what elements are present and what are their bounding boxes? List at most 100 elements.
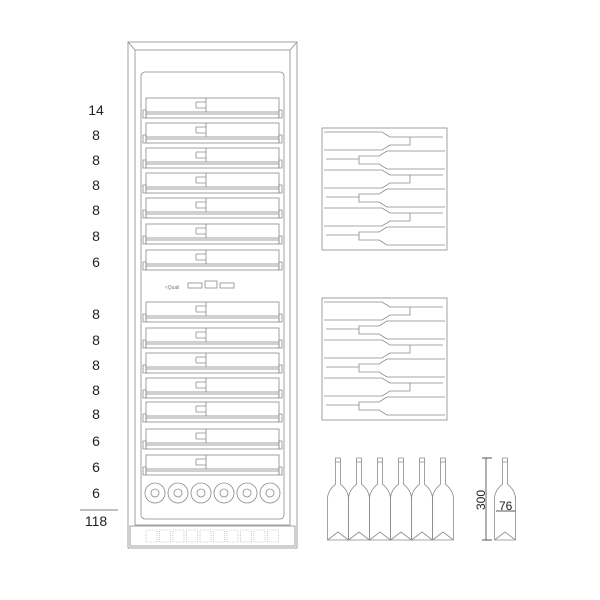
shelf-rail bbox=[145, 444, 280, 450]
standing-bottles bbox=[327, 457, 454, 541]
grille-slot bbox=[240, 529, 252, 543]
rack-bottle bbox=[324, 377, 443, 397]
shelf bbox=[142, 327, 283, 349]
bottle-diameter-label: 76 bbox=[499, 499, 513, 513]
ventilation-grille bbox=[145, 529, 279, 543]
grille-slot bbox=[172, 529, 185, 543]
shelf-rail bbox=[145, 213, 280, 219]
standing-bottle bbox=[390, 457, 412, 541]
rack-bottle bbox=[324, 207, 443, 227]
height-dimension-line bbox=[482, 457, 492, 541]
shelf-clip bbox=[142, 466, 283, 476]
control-panel: ≈Quali bbox=[165, 280, 235, 291]
shelf-rail bbox=[145, 188, 280, 194]
rack-frame bbox=[321, 297, 448, 421]
grille-slot bbox=[186, 529, 198, 543]
standing-bottle bbox=[369, 457, 391, 541]
standing-bottle bbox=[411, 457, 433, 541]
rack-bottle bbox=[324, 169, 443, 189]
grille-slot bbox=[226, 529, 239, 543]
shelf-clip bbox=[142, 413, 283, 423]
rack-bottle bbox=[326, 358, 445, 378]
shelf bbox=[142, 352, 283, 374]
display-right bbox=[219, 282, 235, 289]
bottom-bottle-row bbox=[144, 482, 281, 504]
cabinet-front-view: ≈Quali bbox=[127, 41, 298, 549]
bottle-height-label: 300 bbox=[474, 490, 488, 510]
grille-slot bbox=[159, 529, 171, 543]
shelf-clip bbox=[142, 134, 283, 144]
bottle-neck bbox=[195, 455, 207, 469]
shelves bbox=[142, 97, 283, 476]
total-capacity-label: 118 bbox=[85, 513, 108, 529]
shelf bbox=[142, 249, 283, 271]
rack-bottle bbox=[326, 320, 445, 340]
grille-slot bbox=[145, 529, 158, 543]
bottle-dimension-view: 300 76 bbox=[474, 457, 516, 541]
dimension-bottle bbox=[494, 457, 516, 541]
shelf bbox=[142, 122, 283, 144]
shelf-rail bbox=[145, 393, 280, 399]
grille-slot bbox=[199, 529, 212, 543]
shelf-capacity-label: 14 bbox=[88, 102, 104, 118]
shelf bbox=[142, 197, 283, 219]
bottle-neck bbox=[195, 148, 207, 162]
shelf-rail bbox=[145, 417, 280, 423]
rack-bottle bbox=[326, 396, 445, 416]
bottle-neck-end bbox=[219, 488, 229, 498]
bottle-neck bbox=[195, 198, 207, 212]
shelf-capacity-label: 8 bbox=[92, 357, 100, 373]
shelf-bottle-outline bbox=[145, 249, 280, 265]
shelf bbox=[142, 172, 283, 194]
shelf bbox=[142, 454, 283, 476]
bottle-neck bbox=[195, 429, 207, 443]
bottle-neck-end bbox=[150, 488, 160, 498]
bottle-neck bbox=[195, 98, 207, 112]
bottle-end bbox=[213, 482, 235, 504]
shelf-capacity-label: 8 bbox=[92, 127, 100, 143]
standing-bottle bbox=[432, 457, 454, 541]
shelf-rail bbox=[145, 138, 280, 144]
shelf-capacity-label: 8 bbox=[92, 202, 100, 218]
shelf-capacity-label: 8 bbox=[92, 406, 100, 422]
bottle-neck bbox=[195, 353, 207, 367]
shelf-capacity-label: 8 bbox=[92, 177, 100, 193]
bottle-neck-end bbox=[242, 488, 252, 498]
shelf-capacity-label: 8 bbox=[92, 332, 100, 348]
shelf-bottle-outline bbox=[145, 122, 280, 138]
shelf bbox=[142, 428, 283, 450]
shelf bbox=[142, 97, 283, 119]
shelf-clip bbox=[142, 339, 283, 349]
shelf-rail bbox=[145, 368, 280, 374]
bottle-neck bbox=[195, 250, 207, 264]
shelf-clip bbox=[142, 109, 283, 119]
bottle-end bbox=[259, 482, 281, 504]
grille-slot bbox=[267, 529, 279, 543]
shelf-capacity-label: 8 bbox=[92, 152, 100, 168]
bottle-neck bbox=[195, 224, 207, 238]
bottle-neck bbox=[195, 173, 207, 187]
rack-detail-upper bbox=[321, 127, 448, 251]
shelf-rail bbox=[145, 113, 280, 119]
shelf-rail bbox=[145, 239, 280, 245]
rack-bottle bbox=[324, 131, 443, 151]
grille-slot bbox=[213, 529, 225, 543]
shelf bbox=[142, 147, 283, 169]
shelf-capacity-label: 6 bbox=[92, 485, 100, 501]
shelf-clip bbox=[142, 159, 283, 169]
grille-slot bbox=[253, 529, 266, 543]
shelf-clip bbox=[142, 184, 283, 194]
control-buttons[interactable] bbox=[204, 280, 218, 289]
shelf-clip bbox=[142, 261, 283, 271]
shelf-bottle-outline bbox=[145, 401, 280, 417]
shelf-rail bbox=[145, 163, 280, 169]
shelf-bottle-outline bbox=[145, 301, 280, 317]
shelf-capacity-label: 6 bbox=[92, 433, 100, 449]
bottle-neck-end bbox=[196, 488, 206, 498]
shelf-bottle-outline bbox=[145, 172, 280, 188]
bottle-end bbox=[236, 482, 258, 504]
shelf-capacity-label: 8 bbox=[92, 228, 100, 244]
display-left bbox=[187, 282, 203, 289]
shelf-bottle-outline bbox=[145, 352, 280, 368]
